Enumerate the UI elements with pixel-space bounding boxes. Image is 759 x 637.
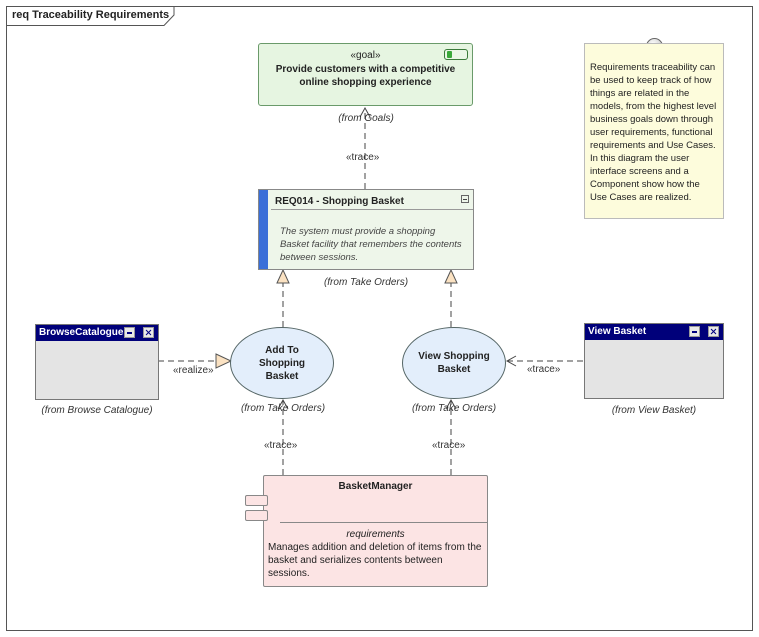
goal-toggle-icon — [444, 49, 468, 60]
screen-view-basket[interactable]: View Basket — [584, 323, 724, 399]
diagram-frame — [6, 6, 753, 631]
component-basket-manager[interactable]: BasketManager requirements Manages addit… — [263, 475, 488, 587]
use-case-add-from-label: (from Take Orders) — [240, 403, 326, 414]
realize-label: «realize» — [173, 365, 214, 376]
close-icon[interactable] — [143, 327, 154, 338]
use-case-add-to-basket[interactable]: Add To Shopping Basket — [230, 327, 334, 399]
requirement-body: The system must provide a shopping Baske… — [280, 226, 462, 263]
goal-title: Provide customers with a competitive onl… — [275, 64, 456, 88]
screen-browse-from-label: (from Browse Catalogue) — [41, 405, 153, 416]
use-case-name: Add To Shopping Basket — [258, 344, 306, 382]
requirement-title: REQ014 - Shopping Basket — [275, 196, 404, 207]
component-body: Manages addition and deletion of items f… — [268, 542, 482, 579]
screen-title: View Basket — [588, 326, 647, 337]
goal-from-label: (from Goals) — [338, 113, 394, 124]
minimize-icon[interactable] — [689, 326, 700, 337]
screen-viewbasket-from-label: (from View Basket) — [611, 405, 697, 416]
requirement-divider — [271, 209, 473, 210]
screen-header: BrowseCatalogue — [36, 325, 158, 341]
trace-label-goal: «trace» — [346, 152, 380, 163]
collapse-icon[interactable] — [461, 195, 469, 203]
component-port-icon — [245, 510, 268, 521]
component-name: BasketManager — [338, 481, 413, 492]
screen-header: View Basket — [585, 324, 723, 340]
component-section-title: requirements — [346, 529, 405, 540]
screen-title: BrowseCatalogue — [39, 327, 124, 338]
screen-browse-catalogue[interactable]: BrowseCatalogue — [35, 324, 159, 400]
note-element[interactable]: Requirements traceability can be used to… — [584, 43, 724, 219]
trace-label-viewbasket: «trace» — [527, 364, 561, 375]
goal-element[interactable]: «goal» Provide customers with a competit… — [258, 43, 473, 106]
note-text: Requirements traceability can be used to… — [590, 62, 717, 203]
requirement-element[interactable]: REQ014 - Shopping Basket The system must… — [258, 189, 474, 270]
use-case-view-from-label: (from Take Orders) — [411, 403, 497, 414]
component-divider — [280, 522, 487, 523]
minimize-icon[interactable] — [124, 327, 135, 338]
frame-title: req Traceability Requirements — [12, 9, 170, 21]
trace-label-comp-uc1: «trace» — [264, 440, 298, 451]
goal-stereotype: «goal» — [350, 50, 381, 61]
component-port-icon — [245, 495, 268, 506]
use-case-name: View Shopping Basket — [418, 351, 490, 375]
trace-label-comp-uc2: «trace» — [432, 440, 466, 451]
requirement-from-label: (from Take Orders) — [323, 277, 409, 288]
use-case-view-basket[interactable]: View Shopping Basket — [402, 327, 506, 399]
close-icon[interactable] — [708, 326, 719, 337]
frame-tab-outline — [6, 6, 175, 26]
requirement-bar — [259, 190, 268, 269]
